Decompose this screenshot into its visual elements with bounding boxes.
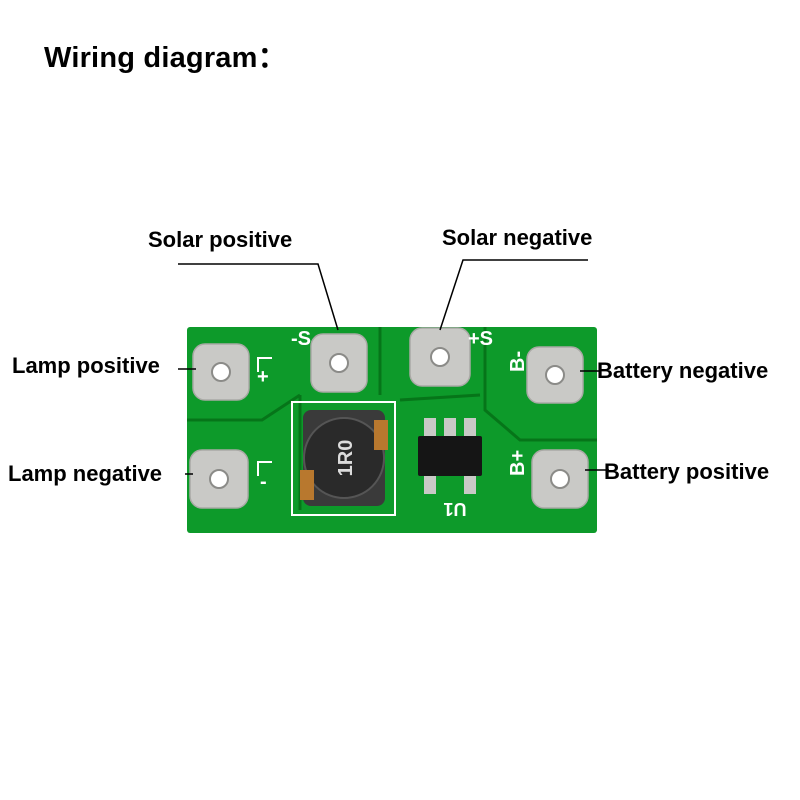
trace-divider bbox=[483, 327, 597, 442]
silk-l-minus: - bbox=[260, 471, 267, 493]
silk-s-minus: -S bbox=[291, 328, 311, 350]
u1-chip bbox=[418, 436, 482, 476]
label-lamp-negative: Lamp negative bbox=[8, 461, 163, 486]
silk-l-plus: + bbox=[257, 366, 269, 388]
pad-hole bbox=[211, 362, 231, 382]
pad-hole bbox=[430, 347, 450, 367]
page-title: Wiring diagram： bbox=[44, 42, 287, 74]
silk-s-plus: +S bbox=[468, 328, 493, 350]
silk-b-plus: B+ bbox=[507, 450, 529, 476]
trace-divider bbox=[399, 393, 481, 402]
leader-solar-positive bbox=[178, 263, 339, 331]
pad-hole bbox=[209, 469, 229, 489]
label-lamp-positive: Lamp positive bbox=[12, 353, 160, 378]
silk-b-minus: B- bbox=[507, 351, 529, 372]
pcb-board bbox=[187, 327, 597, 533]
pad-hole bbox=[329, 353, 349, 373]
label-solar-positive: Solar positive bbox=[148, 227, 293, 252]
pad-hole bbox=[545, 365, 565, 385]
inductor-marking: 1R0 bbox=[335, 440, 357, 477]
trace-divider bbox=[187, 393, 301, 422]
leader-solar-negative bbox=[439, 259, 588, 331]
inductor-core bbox=[303, 417, 385, 499]
label-solar-negative: Solar negative bbox=[442, 225, 593, 250]
label-battery-negative: Battery negative bbox=[597, 358, 769, 383]
label-battery-positive: Battery positive bbox=[604, 459, 770, 484]
pad-hole bbox=[550, 469, 570, 489]
silk-u1: U1 bbox=[443, 499, 466, 519]
inductor-outline bbox=[291, 401, 396, 516]
